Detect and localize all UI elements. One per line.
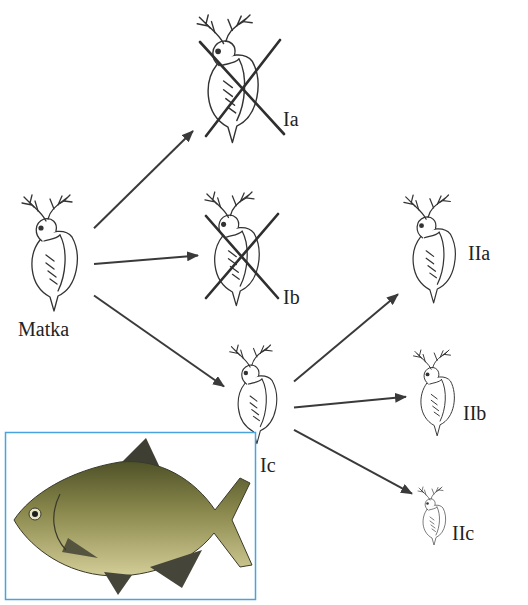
arrow-connector — [294, 397, 406, 408]
daphnia-drawing — [404, 195, 455, 303]
daphnia-node: Ib — [198, 190, 303, 312]
node-label: IIc — [452, 522, 474, 544]
cross-mark — [200, 40, 284, 136]
daphnia-node: IIa — [398, 192, 508, 304]
arrow-connector — [94, 296, 224, 387]
arrow-connector — [294, 430, 412, 494]
daphnia-node: Ic — [224, 342, 294, 480]
node-label: IIb — [463, 402, 486, 424]
arrow-connector — [294, 294, 398, 381]
arrow-connector — [94, 131, 193, 228]
daphnia-drawing — [22, 195, 77, 311]
daphnia-drawing — [413, 350, 454, 436]
node-label: IIa — [468, 242, 490, 264]
daphnia-node: Matka — [14, 192, 94, 343]
daphnia-drawing — [230, 345, 277, 444]
daphnia-drawing — [418, 487, 446, 545]
node-label: Ia — [283, 108, 299, 130]
node-label: Matka — [18, 318, 69, 340]
node-label: Ic — [260, 454, 276, 476]
cross-mark — [206, 214, 278, 298]
daphnia-node: IIb — [406, 346, 506, 438]
node-label: Ib — [283, 286, 300, 308]
fish-inset — [6, 433, 256, 600]
daphnia-node: Ia — [193, 12, 303, 142]
daphnia-node: IIc — [412, 484, 502, 552]
arrow-connector — [94, 255, 198, 264]
